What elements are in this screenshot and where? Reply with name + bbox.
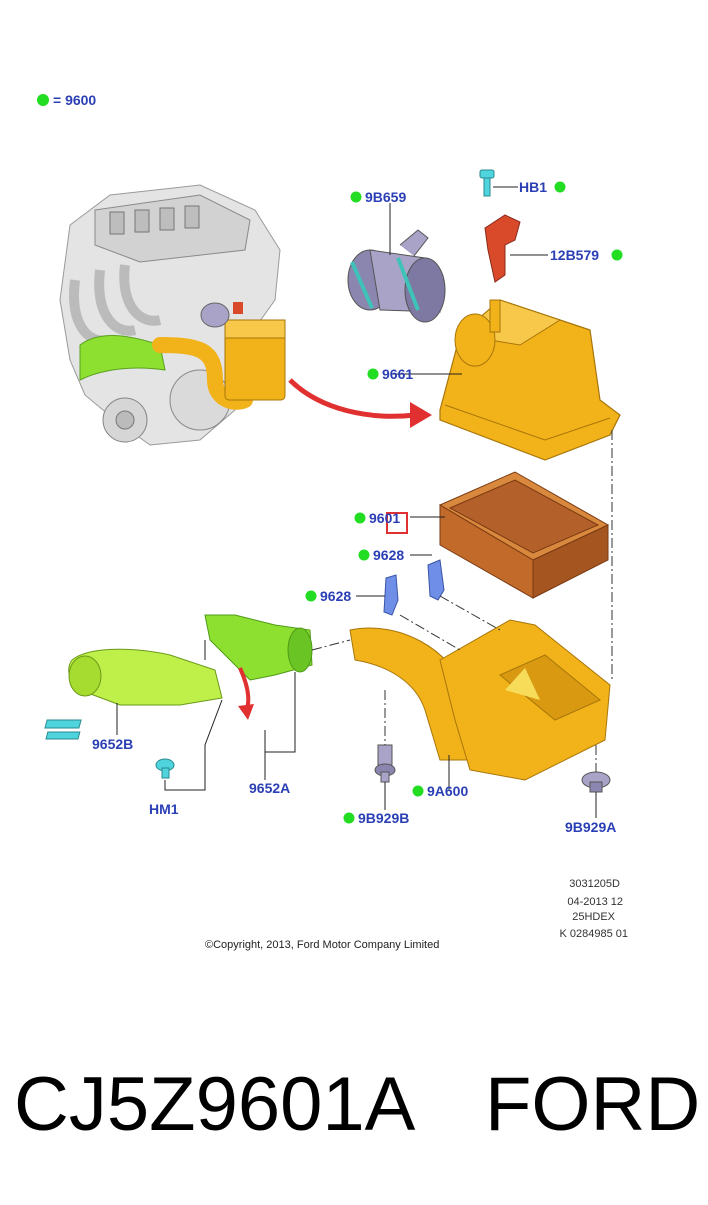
clip-icon — [383, 559, 445, 616]
bullet-dot-icon — [358, 549, 370, 561]
intake-duct-b-icon — [68, 648, 223, 706]
meta-line-3: 25HDEX — [572, 911, 615, 923]
label-9652A: 9652A — [249, 780, 290, 796]
resonator-hose-icon — [347, 229, 446, 323]
copyright-notice: ©Copyright, 2013, Ford Motor Company Lim… — [205, 939, 439, 951]
label-9A600: 9A600 — [427, 783, 468, 799]
bullet-dot-icon — [611, 249, 623, 261]
label-9661: 9661 — [382, 366, 413, 382]
air-cleaner-housing-icon — [349, 619, 611, 781]
meta-line-4: K 0284985 01 — [559, 928, 628, 940]
leader-lines — [116, 186, 613, 818]
footer-part-number: CJ5Z9601A — [14, 1062, 416, 1147]
label-9B929A: 9B929A — [565, 819, 616, 835]
bullet-dot-icon — [412, 785, 424, 797]
screw-icon — [479, 169, 495, 197]
legend-code: = 9600 — [53, 92, 96, 108]
bullet-dot-icon — [343, 812, 355, 824]
label-9628-lower: 9628 — [320, 588, 351, 604]
part-labels: 9B659 HB1 12B579 9661 9601 9628 9628 965… — [92, 179, 623, 835]
label-9B659: 9B659 — [365, 189, 406, 205]
bullet-dot-icon — [554, 181, 566, 193]
legend: = 9600 — [37, 92, 96, 108]
intake-duct-a-icon — [204, 614, 313, 720]
bullet-dot-icon — [354, 512, 366, 524]
air-cleaner-cover-icon — [439, 299, 621, 461]
highlight-box — [386, 512, 408, 534]
grommet-a-icon — [581, 771, 611, 793]
label-9628-upper: 9628 — [373, 547, 404, 563]
bullet-dot-icon — [350, 191, 362, 203]
label-9B929B: 9B929B — [358, 810, 409, 826]
label-9601: 9601 — [369, 510, 400, 526]
grommet-b-icon — [374, 744, 396, 783]
assembly-arrow-icon — [288, 378, 432, 428]
label-HM1: HM1 — [149, 801, 179, 817]
label-9652B: 9652B — [92, 736, 133, 752]
engine-illustration-icon — [59, 184, 286, 446]
footer-brand: FORD — [485, 1062, 700, 1147]
legend-dot-icon — [37, 94, 49, 106]
label-12B579: 12B579 — [550, 247, 599, 263]
bullet-dot-icon — [367, 368, 379, 380]
bullet-dot-icon — [305, 590, 317, 602]
bracket-icon — [484, 214, 521, 283]
push-pin-icon — [155, 758, 175, 779]
duct-clip-icon — [44, 719, 82, 740]
label-HB1: HB1 — [519, 179, 547, 195]
meta-line-1: 3031205D — [569, 878, 620, 890]
drawing-metadata: 3031205D 04-2013 12 25HDEX K 0284985 01 — [559, 878, 628, 940]
meta-line-2: 04-2013 12 — [567, 896, 623, 908]
filter-element-icon — [438, 471, 610, 599]
